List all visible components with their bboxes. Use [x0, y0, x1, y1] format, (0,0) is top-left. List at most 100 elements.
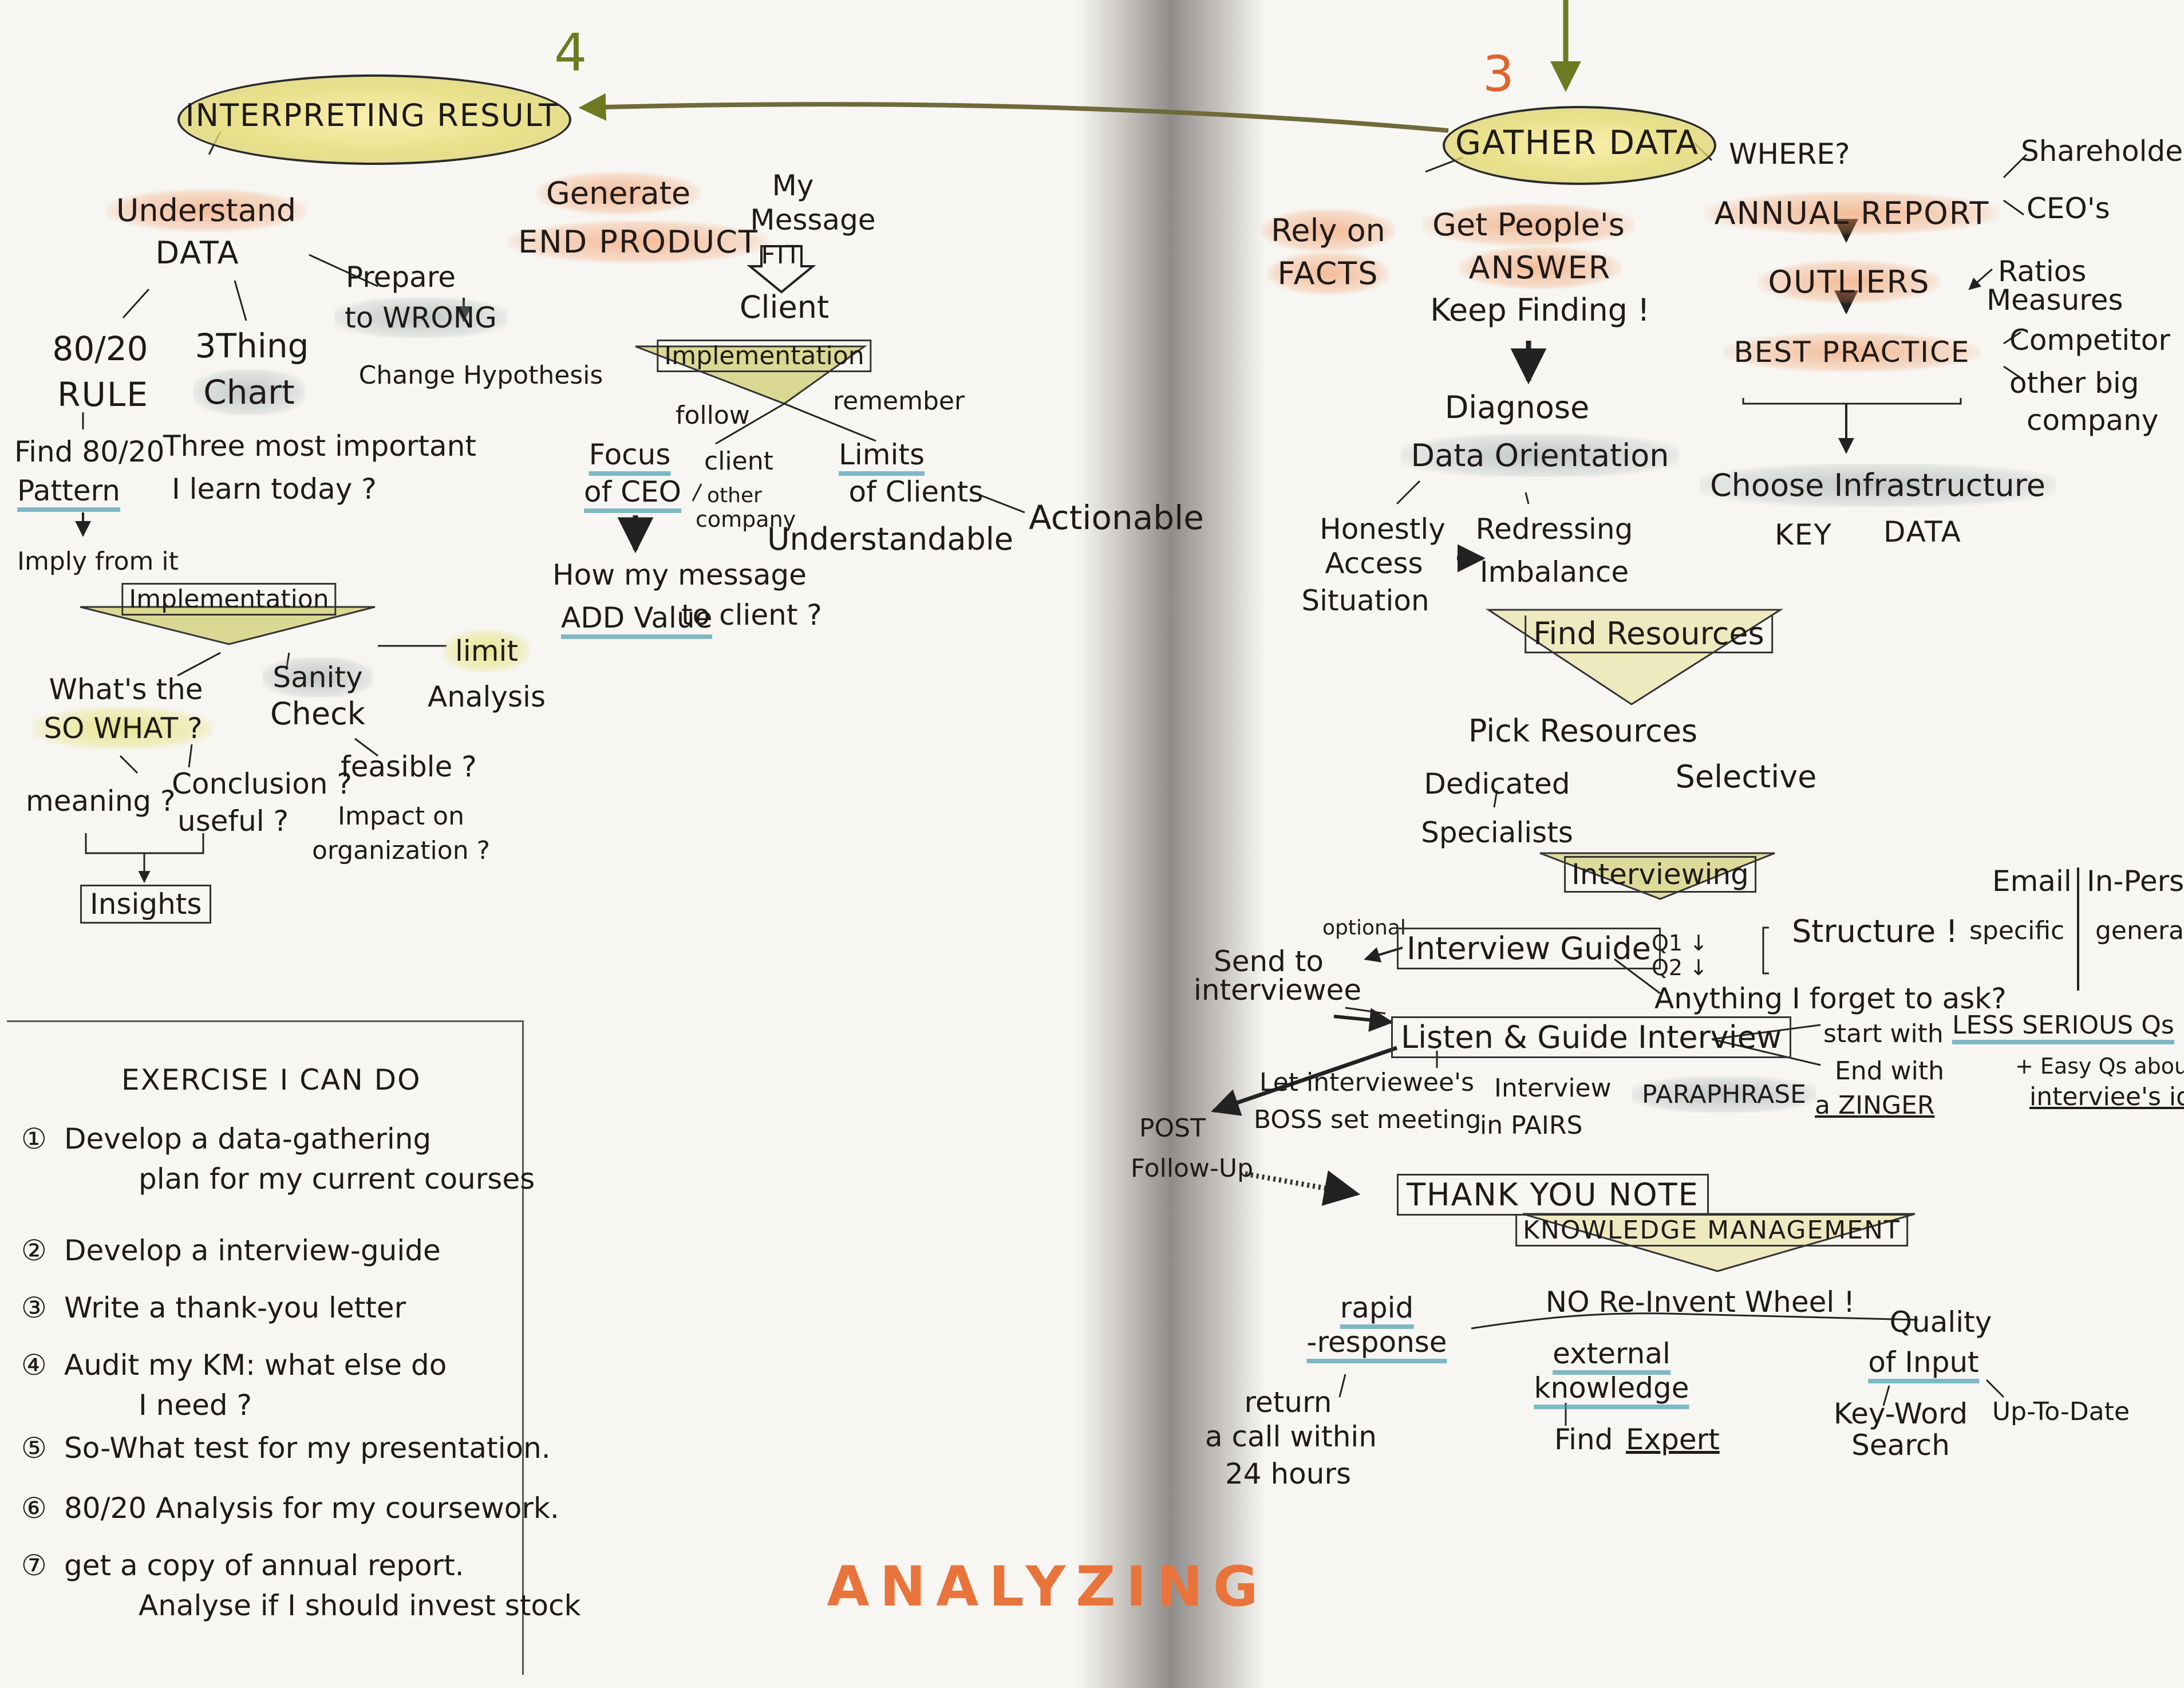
- step-number-3: 3: [1483, 46, 1514, 103]
- chart-label: Chart: [193, 369, 305, 415]
- exercise-item-number: ②: [21, 1234, 47, 1267]
- follow-up-label: Follow-Up: [1131, 1154, 1254, 1183]
- exercise-item-number: ③: [21, 1291, 47, 1324]
- a-zinger-label: a ZINGER: [1815, 1091, 1935, 1120]
- gather-data-oval: [1443, 106, 1716, 185]
- rapid-label: rapid: [1340, 1291, 1414, 1329]
- email-label: Email: [1992, 865, 2072, 898]
- less-serious-label: LESS SERIOUS Qs: [1952, 1011, 2174, 1044]
- ratios-label: Ratios: [1998, 255, 2087, 288]
- to-client-label: to client ?: [681, 598, 822, 632]
- thank-you-note-box: THANK YOU NOTE: [1397, 1174, 1709, 1216]
- interviewing-triangle: [1539, 852, 1775, 900]
- analysis-label: Analysis: [427, 680, 546, 713]
- remember-label: remember: [833, 386, 965, 416]
- situation-label: Situation: [1301, 584, 1429, 617]
- data-label: DATA: [155, 235, 240, 271]
- gather-data-title: GATHER DATA: [1455, 123, 1699, 162]
- company-label-right: company: [2027, 404, 2159, 437]
- so-what-label: SO WHAT ?: [32, 707, 214, 750]
- exercise-item-number: ④: [21, 1348, 47, 1382]
- rely-on-label: Rely on: [1261, 209, 1396, 252]
- exercise-item-text: I need ?: [139, 1389, 252, 1422]
- annual-report-label: ANNUAL REPORT: [1704, 192, 2000, 235]
- specific-label: specific: [1969, 916, 2065, 945]
- response-label: -response: [1306, 1326, 1447, 1363]
- exercise-item-number: ⑤: [21, 1431, 47, 1465]
- outliers-label: OUTLIERS: [1758, 261, 1941, 303]
- three-thing-label: 3Thing: [195, 326, 309, 365]
- best-practice-label: BEST PRACTICE: [1723, 332, 1981, 372]
- exercise-item-text: Audit my KM: what else do: [64, 1348, 447, 1382]
- analyzing-label: ANALYZING: [827, 1555, 1269, 1619]
- to-wrong-label: to WRONG: [334, 298, 507, 338]
- understand-label: Understand: [105, 189, 307, 232]
- of-ceo-label: of CEO: [584, 475, 681, 513]
- interpreting-result-oval: [177, 74, 571, 165]
- exercise-item-text: 80/20 Analysis for my coursework.: [64, 1492, 559, 1525]
- imply-from-it-label: Imply from it: [17, 547, 179, 576]
- optional-label: optional: [1322, 916, 1406, 940]
- impact-on-label: Impact on: [338, 802, 464, 831]
- fit-label: FIT: [761, 240, 802, 270]
- exercise-item-number: ⑦: [21, 1549, 47, 1582]
- exercise-item-text: Develop a interview-guide: [64, 1234, 441, 1267]
- listen-guide-box: Listen & Guide Interview: [1391, 1016, 1792, 1058]
- return-label: return: [1244, 1386, 1332, 1419]
- call-within-label: a call within: [1205, 1420, 1377, 1453]
- interviewee-label: interviewee: [1194, 973, 1362, 1007]
- implementation-mid-label: Implementation: [657, 340, 872, 372]
- exercise-item-text: plan for my current courses: [139, 1162, 535, 1196]
- hours-label: 24 hours: [1225, 1457, 1352, 1490]
- where-label: WHERE?: [1729, 137, 1850, 171]
- exercise-item-text: So-What test for my presentation.: [64, 1431, 551, 1465]
- find-label: Find: [1554, 1423, 1613, 1456]
- message-label: Message: [750, 203, 876, 236]
- measures-label: Measures: [1986, 283, 2123, 317]
- limit-label: limit: [444, 630, 530, 672]
- start-with-label: start with: [1823, 1019, 1944, 1048]
- whats-the-label: What's the: [49, 673, 203, 706]
- rule-label: RULE: [57, 375, 149, 414]
- pick-resources-label: Pick Resources: [1468, 713, 1698, 749]
- let-interviewees-label: Let interviewee's: [1259, 1068, 1475, 1097]
- key-word-label: Key-Word: [1833, 1397, 1968, 1430]
- other-label: other: [707, 484, 762, 507]
- interviewing-label: Interviewing: [1564, 856, 1756, 893]
- find-80-20-label: Find 80/20: [14, 435, 165, 468]
- find-resources-triangle: [1486, 609, 1784, 705]
- redressing-label: Redressing: [1475, 512, 1633, 546]
- client-label: Client: [739, 289, 830, 325]
- keep-finding-label: Keep Finding !: [1430, 292, 1650, 328]
- specialists-label: Specialists: [1421, 816, 1573, 849]
- selective-label: Selective: [1675, 759, 1817, 795]
- rule-80-20: 80/20: [52, 329, 148, 368]
- in-person-label: In-Person: [2087, 865, 2184, 898]
- data-label-right: DATA: [1883, 515, 1962, 549]
- structure-label: Structure !: [1792, 913, 1958, 949]
- q2-label: Q2 ↓: [1652, 955, 1708, 980]
- interviewees-idea-label: interviee's idea: [2029, 1082, 2184, 1111]
- find-resources-label: Find Resources: [1525, 616, 1773, 653]
- exercise-item-number: ⑥: [21, 1492, 47, 1525]
- paraphrase-label: PARAPHRASE: [1632, 1076, 1816, 1113]
- conclusion-label: Conclusion ?: [172, 767, 352, 800]
- interpreting-result-title: INTERPRETING RESULT: [185, 97, 559, 133]
- key-label: KEY: [1775, 518, 1832, 551]
- get-peoples-label: Get People's: [1422, 203, 1635, 246]
- implementation-triangle-left: [80, 606, 376, 645]
- data-orientation-label: Data Orientation: [1400, 434, 1680, 477]
- my-label: My: [772, 169, 814, 202]
- external-label: external: [1553, 1337, 1670, 1375]
- shareholder-label: Shareholder: [2021, 135, 2184, 168]
- exercise-title: EXERCISE I CAN DO: [121, 1063, 421, 1097]
- imbalance-label: Imbalance: [1479, 555, 1629, 589]
- no-reinvent-label: NO Re-Invent Wheel !: [1545, 1285, 1855, 1319]
- diagnose-label: Diagnose: [1444, 389, 1590, 425]
- boss-set-meeting-label: BOSS set meeting: [1254, 1105, 1482, 1134]
- ceos-label: CEO's: [2027, 192, 2110, 225]
- post-label: POST: [1139, 1114, 1206, 1143]
- organization-label: organization ?: [312, 836, 490, 865]
